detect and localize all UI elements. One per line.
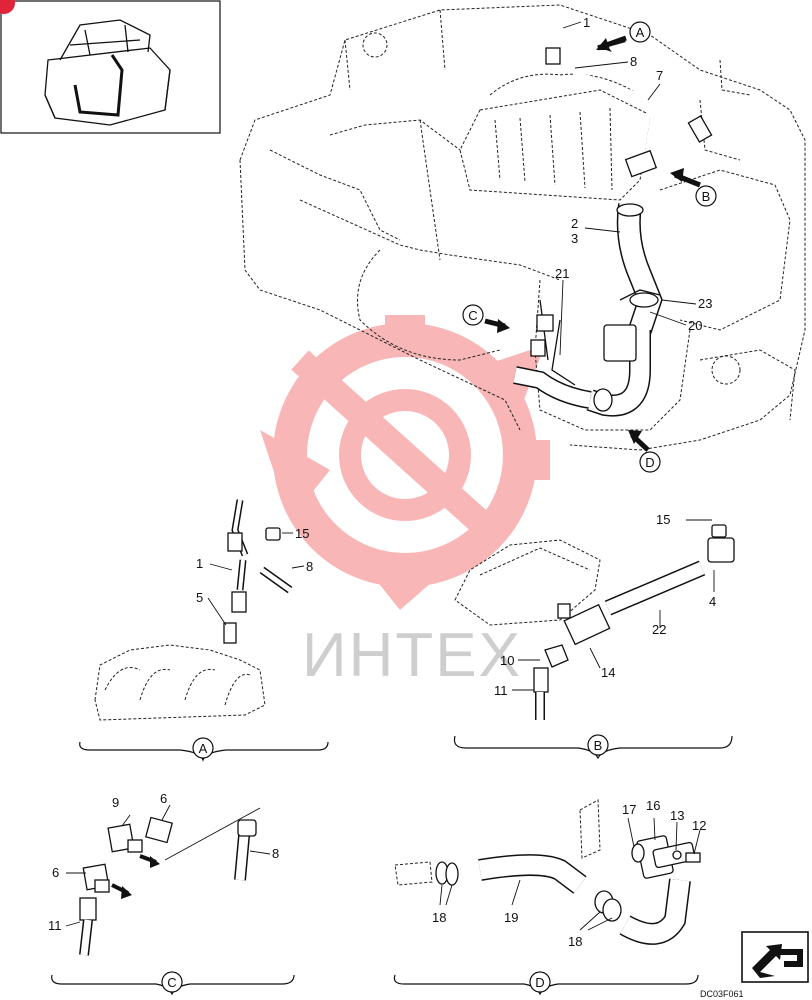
view-label-c: C [161, 971, 183, 993]
callout-17-detail-d: 17 [622, 802, 636, 817]
view-marker-c[interactable]: C [462, 304, 484, 326]
machine-frame [239, 4, 806, 451]
callout-23-main: 23 [698, 296, 712, 311]
hose-assembly-main [513, 19, 713, 417]
watermark-text: ИНТЕХ [302, 621, 522, 690]
callout-18-detail-d-left: 18 [432, 910, 446, 925]
detail-view-a [79, 499, 329, 762]
callout-1-main: 1 [583, 15, 590, 30]
view-marker-a[interactable]: A [629, 21, 651, 43]
callout-3-main: 3 [571, 231, 578, 246]
callout-20-main: 20 [688, 318, 702, 333]
callout-7-main: 7 [656, 68, 663, 83]
callout-10-detail-b: 10 [500, 653, 514, 668]
callout-1-detail-a: 1 [196, 556, 203, 571]
diagram-code: DC03F061 [700, 989, 744, 999]
view-label-b: B [587, 734, 609, 756]
callout-4-detail-b: 4 [709, 594, 716, 609]
callout-13-detail-d: 13 [670, 808, 684, 823]
callout-11-detail-b: 11 [494, 683, 508, 698]
detail-view-c [51, 804, 295, 996]
svg-text:B: B [594, 738, 603, 753]
arrow-b [670, 168, 701, 188]
view-marker-b[interactable]: B [695, 185, 717, 207]
view-label-d: D [529, 971, 551, 993]
callout-11-detail-c: 11 [48, 918, 62, 933]
callout-14-detail-b: 14 [601, 665, 615, 680]
callout-8-detail-c: 8 [272, 846, 279, 861]
callout-19-detail-d: 19 [504, 910, 518, 925]
view-label-a: A [192, 737, 214, 759]
callout-15-detail-b: 15 [656, 512, 670, 527]
callout-8-detail-a: 8 [306, 559, 313, 574]
svg-text:A: A [636, 25, 645, 40]
callout-8-main: 8 [630, 54, 637, 69]
callout-15-detail-a: 15 [295, 526, 309, 541]
detail-view-b [453, 519, 735, 760]
svg-text:C: C [468, 308, 477, 323]
svg-text:A: A [199, 741, 208, 756]
svg-text:D: D [645, 455, 654, 470]
arrow-d [628, 430, 650, 452]
view-marker-d[interactable]: D [639, 451, 661, 473]
back-arrow-icon[interactable] [741, 931, 809, 983]
svg-text:B: B [702, 189, 711, 204]
callout-22-detail-b: 22 [652, 622, 666, 637]
arrow-c [484, 318, 510, 333]
detail-view-d [393, 799, 701, 996]
callout-6-detail-c-left: 6 [52, 865, 59, 880]
callout-5-detail-a: 5 [196, 590, 203, 605]
callout-12-detail-d: 12 [692, 818, 706, 833]
callout-9-detail-c: 9 [112, 795, 119, 810]
page-badge-icon [0, 0, 15, 14]
callout-16-detail-d: 16 [646, 798, 660, 813]
svg-text:C: C [167, 975, 176, 990]
callout-21-main: 21 [555, 266, 569, 281]
svg-text:D: D [535, 975, 544, 990]
callout-6-detail-c-top: 6 [160, 791, 167, 806]
callout-2-main: 2 [571, 216, 578, 231]
arrow-a [596, 35, 627, 52]
callout-18-detail-d-right: 18 [568, 934, 582, 949]
inset-thumbnail [0, 0, 221, 134]
